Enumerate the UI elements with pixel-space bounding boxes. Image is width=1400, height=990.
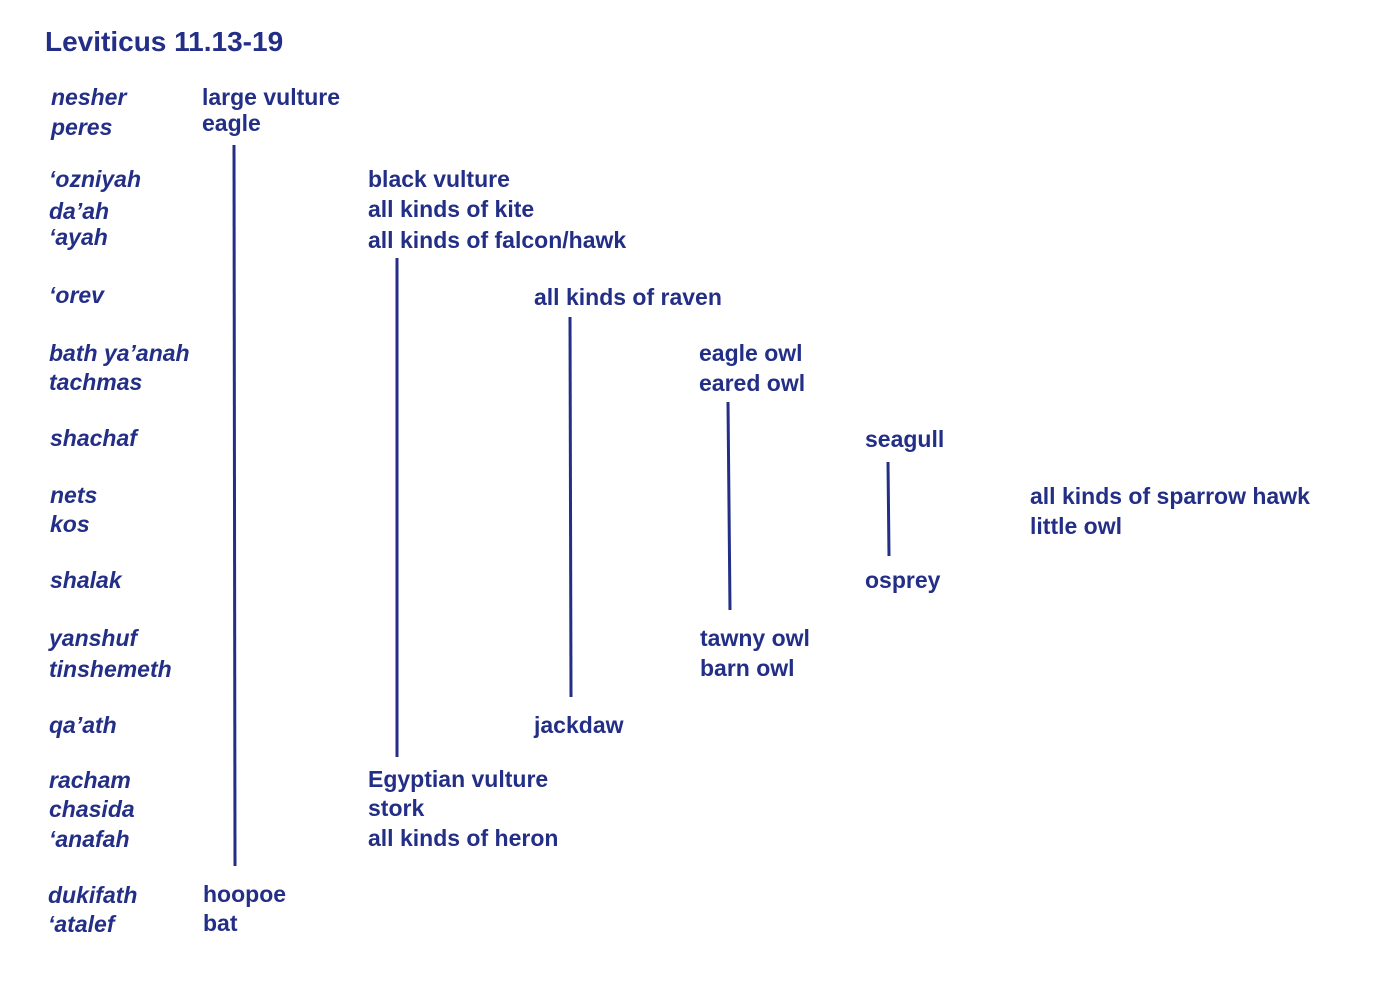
hebrew-name-orev: ‘orev <box>49 282 104 308</box>
hebrew-name-shachaf: shachaf <box>50 425 137 451</box>
hebrew-name-racham: racham <box>49 767 131 793</box>
english-name-hoopoe: hoopoe <box>203 881 287 907</box>
english-name-falcon-hawk: all kinds of falcon/hawk <box>368 227 627 253</box>
hebrew-name-chasida: chasida <box>49 796 135 822</box>
hebrew-name-nets: nets <box>50 482 98 508</box>
english-name-egyptian-vulture: Egyptian vulture <box>368 766 549 792</box>
english-name-osprey: osprey <box>865 567 941 593</box>
hebrew-name-ozniyah: ‘ozniyah <box>49 166 142 192</box>
english-name-stork: stork <box>368 795 425 821</box>
connector-line-seagull-osprey <box>886 461 891 557</box>
english-name-eared-owl: eared owl <box>699 370 806 396</box>
english-name-large-vulture: large vulture <box>202 84 341 110</box>
english-name-seagull: seagull <box>865 426 945 452</box>
hebrew-name-yanshuf: yanshuf <box>49 625 138 651</box>
hebrew-name-tachmas: tachmas <box>49 369 143 395</box>
english-name-kite: all kinds of kite <box>368 196 535 222</box>
hebrew-name-anafah: ‘anafah <box>49 826 130 852</box>
hebrew-name-kos: kos <box>50 511 90 537</box>
hebrew-name-nesher: nesher <box>51 84 127 110</box>
hebrew-name-bath-yaanah: bath ya’anah <box>49 340 190 366</box>
hebrew-name-qaath: qa’ath <box>49 712 117 738</box>
hebrew-name-daah: da’ah <box>49 198 110 224</box>
english-name-little-owl: little owl <box>1030 513 1122 539</box>
hebrew-name-shalak: shalak <box>50 567 122 593</box>
connector-line-eagle-hoopoe <box>232 144 237 867</box>
diagram-title: Leviticus 11.13-19 <box>45 26 284 57</box>
hebrew-name-dukifath: dukifath <box>48 882 138 908</box>
hebrew-name-atalef: ‘atalef <box>48 911 115 937</box>
connector-line-eared-owl-tawny-owl <box>726 401 732 611</box>
hebrew-name-ayah: ‘ayah <box>49 224 108 250</box>
english-name-sparrow-hawk: all kinds of sparrow hawk <box>1030 483 1310 509</box>
english-name-bat: bat <box>203 910 238 936</box>
english-name-eagle: eagle <box>202 110 261 136</box>
english-name-jackdaw: jackdaw <box>534 712 624 738</box>
english-name-barn-owl: barn owl <box>700 655 795 681</box>
english-name-black-vulture: black vulture <box>368 166 510 192</box>
connector-line-raven-jackdaw <box>568 316 573 698</box>
english-name-heron: all kinds of heron <box>368 825 559 851</box>
english-name-tawny-owl: tawny owl <box>700 625 810 651</box>
english-name-raven: all kinds of raven <box>534 284 722 310</box>
hebrew-name-peres: peres <box>51 114 113 140</box>
hebrew-name-tinshemeth: tinshemeth <box>49 656 172 682</box>
english-name-eagle-owl: eagle owl <box>699 340 803 366</box>
